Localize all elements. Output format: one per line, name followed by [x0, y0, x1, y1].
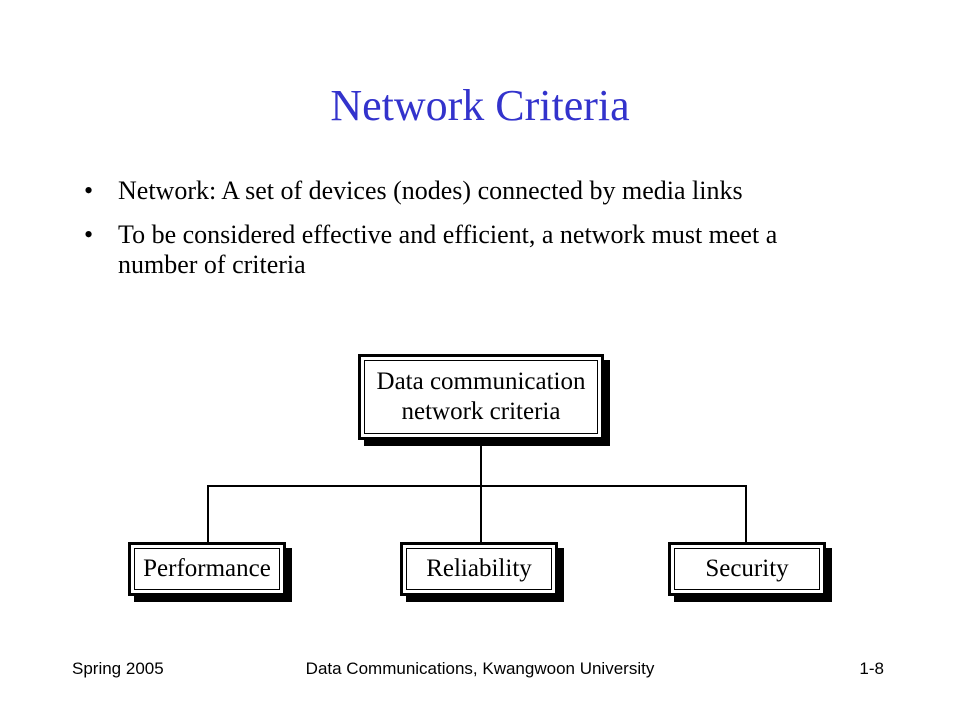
footer-right: 1-8: [859, 659, 884, 678]
performance-label: Performance: [143, 555, 271, 582]
bullet-list: • Network: A set of devices (nodes) conn…: [80, 176, 840, 294]
root-criteria-box: Data communication network criteria: [358, 354, 604, 440]
footer-left: Spring 2005: [72, 659, 164, 678]
security-box: Security: [668, 542, 826, 596]
bullet-mark: •: [84, 220, 94, 249]
root-label-line-2: network criteria: [401, 398, 561, 425]
bullet-item: • Network: A set of devices (nodes) conn…: [80, 176, 840, 206]
reliability-label: Reliability: [426, 555, 532, 582]
bullet-text: Network: A set of devices (nodes) connec…: [118, 176, 743, 205]
slide-title: Network Criteria: [330, 81, 630, 130]
security-label: Security: [705, 555, 789, 582]
bullet-text: To be considered effective and efficient…: [118, 220, 778, 279]
footer-center: Data Communications, Kwangwoon Universit…: [305, 659, 655, 678]
connector-left-drop: [207, 485, 209, 545]
performance-box: Performance: [128, 542, 286, 596]
connector-right-drop: [745, 485, 747, 545]
connector-horizontal: [207, 485, 747, 487]
bullet-item: • To be considered effective and efficie…: [80, 220, 840, 280]
bullet-mark: •: [84, 176, 94, 205]
connector-center-drop: [480, 485, 482, 545]
root-label-line-1: Data communication: [376, 368, 586, 395]
reliability-box: Reliability: [400, 542, 558, 596]
connector-trunk: [480, 440, 482, 486]
